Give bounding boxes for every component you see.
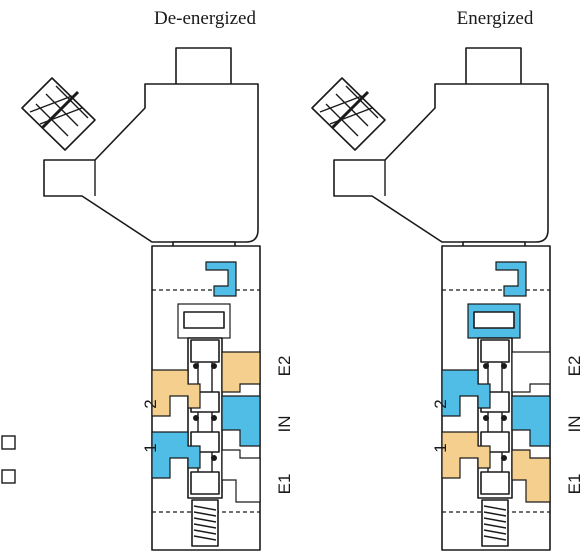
inlet-in xyxy=(221,395,261,447)
panel-title: De-energized xyxy=(154,8,256,29)
return-spring xyxy=(191,499,219,547)
inlet-in xyxy=(511,395,551,447)
port-1 xyxy=(441,431,491,479)
exhaust-e2 xyxy=(221,351,261,393)
port-label-in: IN xyxy=(565,416,584,433)
port-1 xyxy=(151,431,201,479)
port-label-1: 1 xyxy=(141,443,160,452)
piston xyxy=(467,303,521,339)
valve xyxy=(21,47,261,551)
port-2 xyxy=(151,369,201,417)
connector-plug xyxy=(311,77,386,151)
exhaust-e2 xyxy=(511,351,551,393)
port-label-e1: E1 xyxy=(275,474,294,495)
exhaust-e1 xyxy=(511,449,551,503)
valve xyxy=(311,47,551,551)
panel-de-energized: De-energized xyxy=(21,8,294,551)
port-label-2: 2 xyxy=(431,399,450,408)
port-label-1: 1 xyxy=(431,443,450,452)
pilot-line xyxy=(205,261,237,297)
piston xyxy=(177,303,231,339)
solenoid-housing xyxy=(43,83,259,243)
port-label-e1: E1 xyxy=(565,474,584,495)
panel-title: Energized xyxy=(457,8,534,29)
pilot-line xyxy=(495,261,527,297)
solenoid-housing xyxy=(333,83,549,243)
exhaust-e1 xyxy=(221,449,261,503)
cropped-fragment xyxy=(1,435,16,484)
port-label-2: 2 xyxy=(141,399,160,408)
port-2 xyxy=(441,369,491,417)
return-spring xyxy=(481,499,509,547)
port-label-in: IN xyxy=(275,416,294,433)
port-label-e2: E2 xyxy=(565,356,584,377)
connector-plug xyxy=(21,77,96,151)
panel-energized: Energized xyxy=(311,8,584,551)
terminal-box xyxy=(175,47,232,91)
terminal-box xyxy=(465,47,522,91)
port-label-e2: E2 xyxy=(275,356,294,377)
